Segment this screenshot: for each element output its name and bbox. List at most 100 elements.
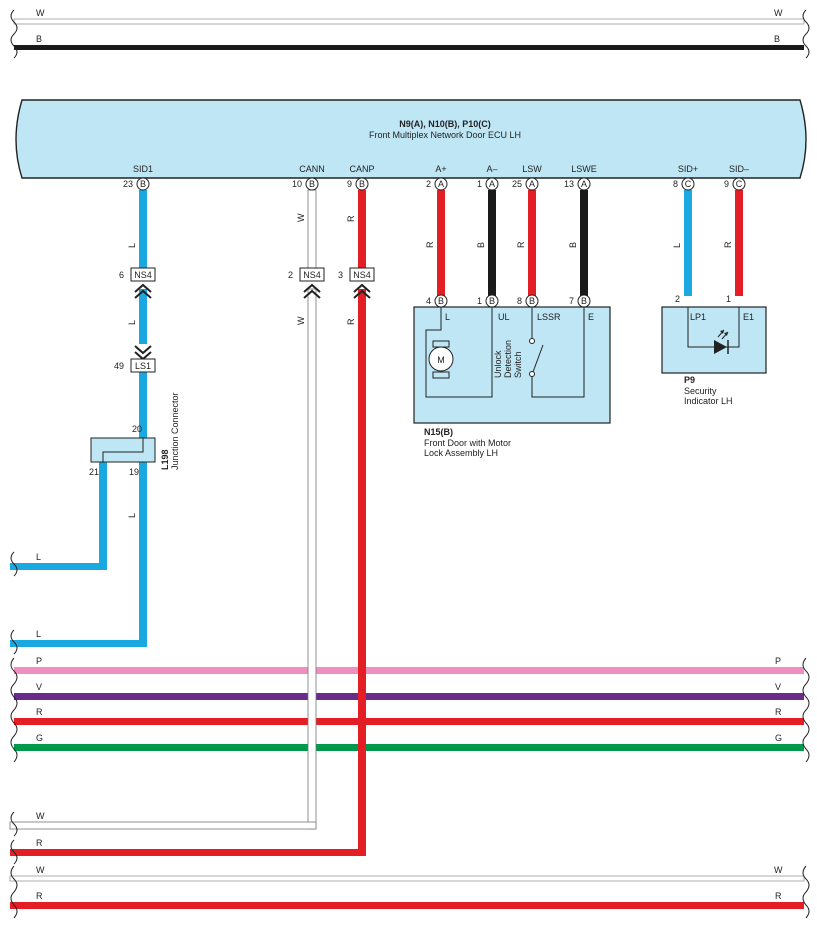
security-indicator: 2 1 LP1 E1 P9 Security Indicator LH [661,294,767,406]
svg-text:8: 8 [673,179,678,189]
lswe-wire-code: B [568,242,578,248]
top-bus-w-left-label: W [36,8,45,18]
top-bus-b-right-label: B [774,34,780,44]
inline-connector-ns4-cann: NS4 2 [288,267,325,299]
door-lock-terminal-lssr: LSSR [537,312,561,322]
junction-pin-20: 20 [132,424,142,434]
junction-connector-l198: 20 21 19 L198 Junction Connector [89,392,180,477]
terminal-canp-label: CANP [349,164,374,174]
lswe-wire: B [568,190,588,296]
junction-name: Junction Connector [170,392,180,470]
cann-wire-code-1: W [296,213,306,222]
ecu-pin-sid-minus: C9 [724,177,746,191]
bottom-bus-r-left-label: R [36,707,43,717]
door-lock-terminal-ul: UL [498,312,510,322]
switch-icon [529,338,544,377]
switch-label-2: Detection [503,340,513,378]
switch-label-3: Switch [513,351,523,378]
svg-text:A: A [529,179,535,189]
motor-icon: M [428,340,454,379]
final-bus-r-right-label: R [775,891,782,901]
end-wire-r-label: R [36,838,43,848]
svg-text:2: 2 [288,270,293,280]
door-lock-pin-lssr: B8 [517,294,539,308]
bottom-bus-r: R R [14,707,804,725]
door-lock-pins: B4 B1 B8 B7 [426,294,591,308]
ecu-pin-a-minus: A1 [477,177,499,191]
ecu-pin-cann: B 10 [292,177,319,191]
sid-minus-wire: R [723,190,743,296]
indicator-pin-1: 1 [726,294,731,304]
svg-text:B: B [529,296,535,306]
svg-text:3: 3 [338,270,343,280]
svg-text:NS4: NS4 [303,270,321,280]
end-wire-l-lower-label: L [36,629,41,639]
led-icon [714,329,729,354]
svg-text:NS4: NS4 [353,270,371,280]
terminal-a-minus-label: A– [486,164,497,174]
indicator-name-2: Indicator LH [684,396,733,406]
terminal-sid-plus-label: SID+ [678,164,698,174]
final-bus-r-left-label: R [36,891,43,901]
top-bus-b: B B [14,34,804,50]
canp-wire-code-1: R [346,215,356,222]
svg-text:10: 10 [292,179,302,189]
svg-text:C: C [685,179,692,189]
terminal-lsw-label: LSW [522,164,542,174]
junction-pin-19: 19 [129,467,139,477]
door-lock-pin-ul: B1 [477,294,499,308]
door-lock-name-1: Front Door with Motor [424,438,511,448]
sid1-wire-code-2: L [127,320,137,325]
sid-minus-wire-code: R [723,241,733,248]
top-bus-w-right-label: W [774,8,783,18]
svg-text:NS4: NS4 [134,270,152,280]
final-bus-w-left-label: W [36,865,45,875]
lsw-wire-code: R [516,241,526,248]
terminal-a-plus-label: A+ [435,164,446,174]
ecu-ids: N9(A), N10(B), P10(C) [399,119,491,129]
indicator-terminal-lp1: LP1 [690,312,706,322]
inline-connector-ns4-canp: NS4 3 [338,267,375,299]
ecu-pin-sid-plus: C8 [673,177,695,191]
junction-id: L198 [160,449,170,470]
ecu-pins: B23 B10 B9 A2 A1 A25 A13 C8 C9 [123,177,746,191]
svg-text:1: 1 [477,179,482,189]
bottom-bus-v-right-label: V [775,682,781,692]
a-minus-wire: B [476,190,496,296]
svg-text:7: 7 [569,296,574,306]
edge-break-marks [10,551,810,919]
bottom-bus-v-left-label: V [36,682,42,692]
final-bus-w-right-label: W [774,865,783,875]
top-bus-b-left-label: B [36,34,42,44]
a-plus-wire-code: R [425,241,435,248]
svg-text:B: B [489,296,495,306]
indicator-id: P9 [684,375,695,385]
a-plus-wire: R [425,190,445,296]
sid-plus-wire-code: L [672,243,682,248]
final-bus-w: W W [9,865,805,882]
svg-text:B: B [359,179,365,189]
door-lock-assembly: B4 B1 B8 B7 L UL LSSR E M Unlock Detecti… [413,294,611,458]
canp-wire-code-2: R [346,318,356,325]
svg-text:B: B [140,179,146,189]
svg-text:A: A [438,179,444,189]
top-bus-w: W W [13,8,805,25]
sid1-wire-code-1: L [127,243,137,248]
ecu-body: N9(A), N10(B), P10(C) Front Multiplex Ne… [15,99,807,179]
junction-pin-21: 21 [89,467,99,477]
terminal-sid-minus-label: SID– [729,164,749,174]
svg-text:8: 8 [517,296,522,306]
door-lock-terminal-l: L [445,312,450,322]
svg-text:9: 9 [724,179,729,189]
svg-text:A: A [489,179,495,189]
svg-text:A: A [581,179,587,189]
canp-wire: R R R [10,190,366,856]
svg-text:2: 2 [426,179,431,189]
bottom-bus-p-left-label: P [36,656,42,666]
door-lock-name-2: Lock Assembly LH [424,448,498,458]
ecu-pin-lsw: A25 [512,177,539,191]
lsw-wire: R [516,190,536,296]
sid1-wire-code-3: L [127,513,137,518]
svg-text:B: B [309,179,315,189]
bottom-bus-g-right-label: G [775,733,782,743]
